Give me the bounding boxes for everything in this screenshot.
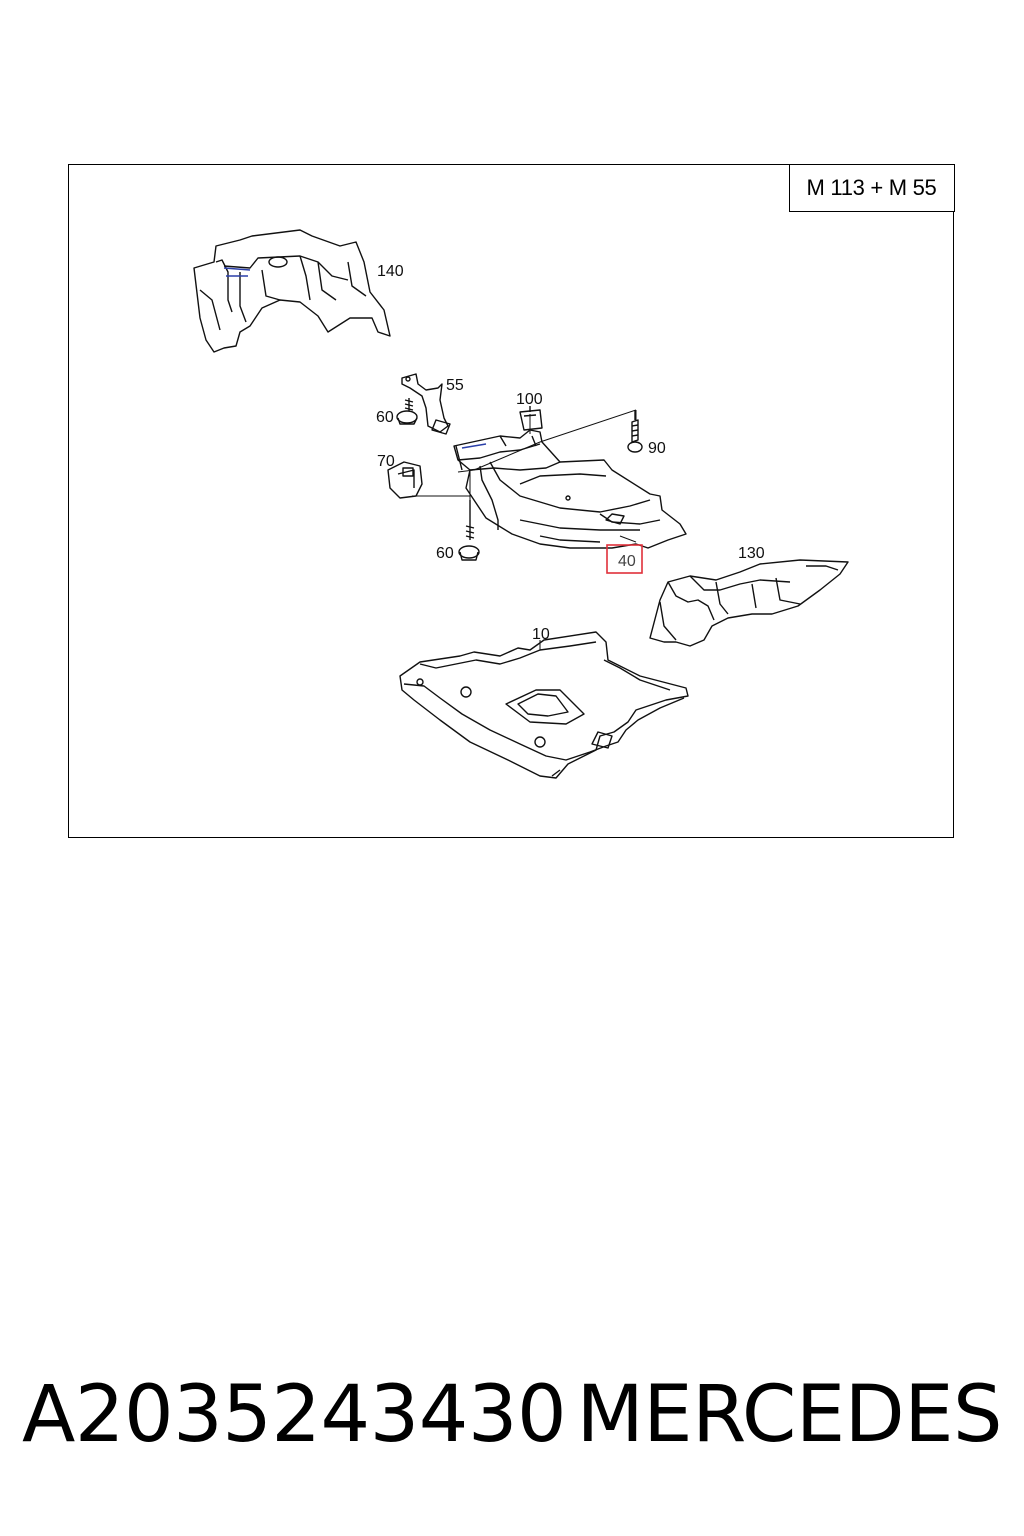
leader-lines xyxy=(412,409,637,650)
part-60-bolt-upper[interactable] xyxy=(396,398,418,425)
part-140-shield[interactable] xyxy=(193,229,391,353)
part-70-clip-nut[interactable] xyxy=(387,461,423,499)
part-100-clip[interactable] xyxy=(519,406,543,431)
part-55-bracket[interactable] xyxy=(401,373,451,435)
callout-60-upper: 60 xyxy=(376,409,394,426)
callout-40: 40 xyxy=(618,553,636,570)
callout-90: 90 xyxy=(648,440,666,457)
brand-name: MERCEDES xyxy=(576,1370,1003,1460)
part-number: A2035243430 xyxy=(22,1370,567,1460)
callout-10: 10 xyxy=(532,626,550,643)
callout-100: 100 xyxy=(516,391,543,408)
callout-130: 130 xyxy=(738,545,765,562)
part-90-screw[interactable] xyxy=(627,410,643,453)
callout-55: 55 xyxy=(446,377,464,394)
callout-140: 140 xyxy=(377,263,404,280)
parts-drawing: 140 55 60 100 90 70 60 40 130 10 xyxy=(193,229,849,779)
part-60-bolt-lower[interactable] xyxy=(458,500,480,561)
footer: A2035243430 MERCEDES xyxy=(0,1370,1024,1470)
model-label: M 113 + M 55 xyxy=(788,163,955,212)
callout-60-lower: 60 xyxy=(436,545,454,562)
part-130-side-shield[interactable] xyxy=(649,559,849,647)
part-10-underbody-panel[interactable] xyxy=(399,631,689,779)
callout-70: 70 xyxy=(377,453,395,470)
diagram-frame: M 113 + M 55 xyxy=(68,163,955,838)
callout-40-highlight-box xyxy=(606,544,643,574)
